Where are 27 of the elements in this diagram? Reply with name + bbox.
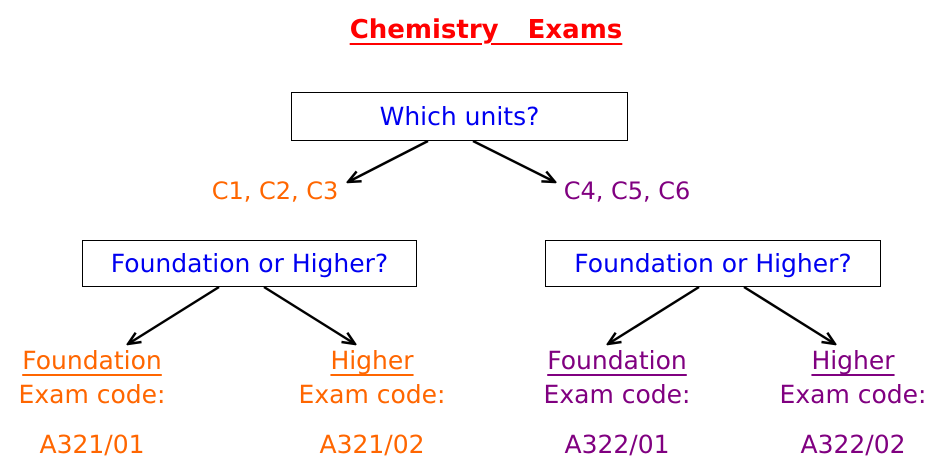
tier-heading: Higher — [330, 345, 414, 377]
exam-code-label: Exam code: — [18, 379, 166, 411]
unit-list: C4, C5, C6 — [555, 176, 699, 206]
arrow — [472, 140, 556, 184]
unit-list: C1, C2, C3 — [202, 176, 348, 206]
exam-code: A322/02 — [800, 429, 906, 461]
arrow — [606, 286, 700, 346]
exam-code: A321/01 — [39, 429, 145, 461]
question-text: Which units? — [380, 100, 540, 132]
tier-heading: Foundation — [547, 345, 687, 377]
tier-heading: Higher — [811, 345, 895, 377]
arrow — [263, 286, 356, 346]
question-box — [291, 92, 628, 141]
exam-code-label: Exam code: — [544, 379, 690, 411]
question-text: Foundation or Higher? — [574, 248, 852, 280]
exam-code-label: Exam code: — [780, 379, 926, 411]
diagram-title: Chemistry Exams — [350, 14, 622, 47]
arrow — [346, 140, 429, 184]
arrow — [743, 286, 836, 346]
arrow — [126, 286, 220, 346]
question-box — [545, 240, 881, 287]
question-text: Foundation or Higher? — [110, 248, 388, 280]
question-box — [82, 240, 417, 287]
exam-code: A321/02 — [319, 429, 425, 461]
tier-heading: Foundation — [22, 345, 162, 377]
exam-code-label: Exam code: — [298, 379, 446, 411]
exam-code: A322/01 — [564, 429, 670, 461]
